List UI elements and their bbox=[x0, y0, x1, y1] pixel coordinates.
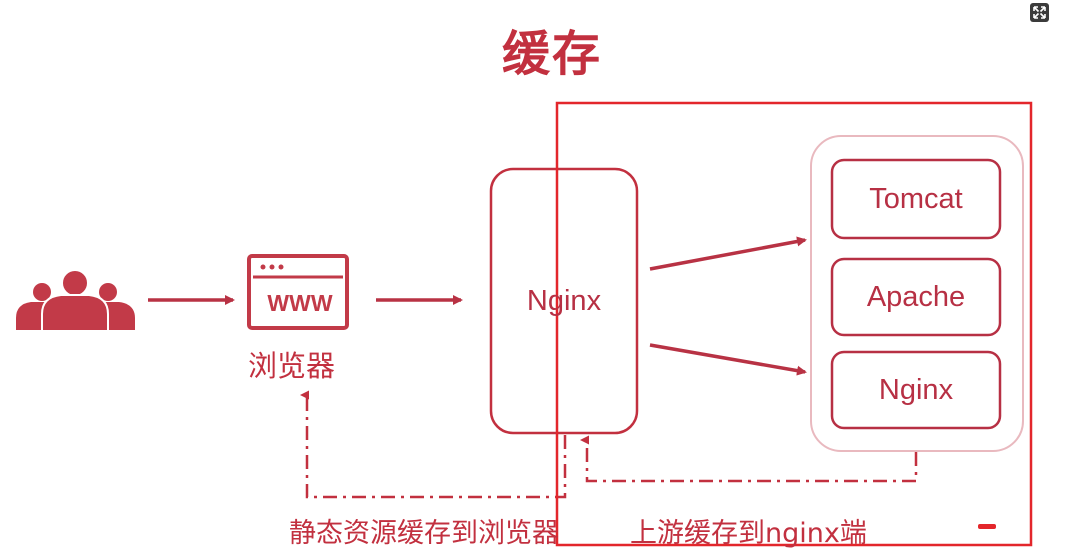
browser-window-icon bbox=[247, 254, 349, 330]
browser-cache-annotation: 静态资源缓存到浏览器 bbox=[289, 518, 559, 549]
users-icon bbox=[16, 269, 135, 332]
upstream-label-nginx: Nginx bbox=[878, 373, 954, 406]
upstream-box-nginx bbox=[830, 350, 1002, 430]
upstream-cache-path bbox=[580, 435, 918, 483]
nginx-proxy-label: Nginx bbox=[526, 284, 602, 317]
upstream-box-apache bbox=[830, 257, 1002, 337]
expand-icon[interactable] bbox=[1030, 3, 1049, 22]
highlight-mark bbox=[978, 524, 996, 529]
upstream-label-apache: Apache bbox=[866, 280, 966, 313]
upstream-label-tomcat: Tomcat bbox=[869, 182, 963, 215]
browser-icon-text: WWW bbox=[267, 290, 333, 316]
upstream-cache-annotation: 上游缓存到nginx端 bbox=[630, 518, 867, 549]
browser-cache-path bbox=[300, 390, 567, 499]
nginx-proxy-box bbox=[489, 167, 639, 435]
upstream-box-tomcat bbox=[830, 158, 1002, 240]
arrow-nginx-to-upstream-top bbox=[649, 236, 807, 271]
highlight-frame bbox=[555, 101, 1033, 547]
browser-label: 浏览器 bbox=[248, 349, 336, 383]
page-title: 缓存 bbox=[501, 26, 602, 82]
arrow-nginx-to-upstream-bottom bbox=[649, 343, 807, 376]
